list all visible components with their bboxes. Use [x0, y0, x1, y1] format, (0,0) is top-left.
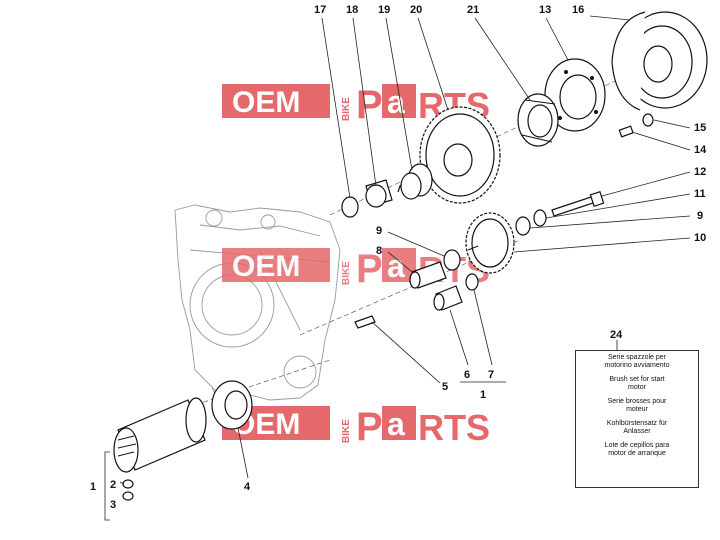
svg-text:P: P: [356, 83, 383, 127]
leader-lines: [104, 15, 691, 521]
svg-text:a: a: [387, 84, 405, 120]
shaft-8-part: [409, 261, 447, 289]
callout-10: 10: [694, 232, 706, 244]
washer-11-part: [533, 209, 547, 227]
svg-text:BIKE: BIKE: [341, 419, 352, 443]
callout-3: 3: [110, 499, 116, 511]
callout-2: 2: [110, 479, 116, 491]
washer-3-part: [122, 491, 134, 501]
large-gear-part: [419, 106, 501, 204]
freewheel-part: [517, 93, 559, 147]
dowel-15-part: [642, 113, 654, 127]
callout-9-upper: 9: [697, 210, 703, 222]
pin-14-part: [618, 125, 634, 138]
circlip-7-part: [465, 273, 479, 291]
legend-german: Kohlbürstensatz für Anlasser: [606, 420, 668, 435]
callout-14: 14: [694, 144, 707, 156]
gasket-4-part: [211, 380, 253, 430]
svg-text:BIKE: BIKE: [341, 97, 352, 121]
washer-9b-part: [443, 249, 461, 271]
callout-18: 18: [346, 4, 358, 16]
starter-clutch-ring: [544, 58, 606, 132]
idler-gear-part: [465, 212, 515, 274]
callout-13: 13: [539, 4, 551, 16]
washer-9a-part: [515, 216, 531, 236]
svg-text:BIKE: BIKE: [341, 261, 352, 285]
legend-french: Serie brosses pour moteur: [607, 398, 667, 413]
pinion-6-part: [433, 285, 463, 311]
legend-spanish: Lote de cepillos para motor de arranque: [604, 442, 670, 457]
watermark: OEM BIKE P a RTS: [222, 83, 490, 127]
callout-15: 15: [694, 122, 706, 134]
callout-6: 6: [464, 369, 470, 381]
callout-4: 4: [244, 481, 251, 493]
callout-19: 19: [378, 4, 390, 16]
callout-20: 20: [410, 4, 422, 16]
callout-1-motor: 1: [90, 481, 96, 493]
svg-text:OEM: OEM: [232, 250, 300, 283]
callout-9-lower: 9: [376, 225, 382, 237]
callout-16: 16: [572, 4, 584, 16]
svg-text:a: a: [387, 248, 405, 284]
callout-7: 7: [488, 369, 494, 381]
screw-12-part: [551, 190, 605, 217]
callout-12: 12: [694, 166, 706, 178]
flywheel-part: [611, 11, 708, 111]
bushing-part: [365, 179, 393, 208]
nut-2-part: [122, 479, 134, 489]
callout-1-group: 1: [480, 389, 486, 401]
washer-17-part: [341, 196, 359, 218]
svg-text:OEM: OEM: [232, 86, 300, 119]
callout-5: 5: [442, 381, 448, 393]
svg-text:P: P: [356, 405, 383, 449]
svg-text:a: a: [387, 406, 405, 442]
legend-italian: Serie spazzole per motorino avviamento: [604, 354, 670, 369]
callout-21: 21: [467, 4, 479, 16]
crankcase-outline: [174, 204, 341, 421]
screw-5-part: [354, 315, 376, 329]
needle-bearing-part: [397, 163, 433, 200]
svg-text:P: P: [356, 247, 383, 291]
callout-8: 8: [376, 245, 382, 257]
watermark: OEM BIKE P a RTS: [222, 405, 490, 449]
legend-english: Brush set for start motor: [609, 376, 665, 391]
brush-set-legend: Serie spazzole per motorino avviamento B…: [575, 350, 699, 488]
callout-labels: 17 18 19 20 21 13 16 15 14 12 11 9 10 9 …: [90, 4, 707, 511]
callout-24: 24: [610, 329, 623, 341]
svg-text:RTS: RTS: [418, 407, 490, 448]
starter-motor-part: [113, 397, 207, 473]
callout-11: 11: [694, 188, 706, 200]
callout-17: 17: [314, 4, 326, 16]
